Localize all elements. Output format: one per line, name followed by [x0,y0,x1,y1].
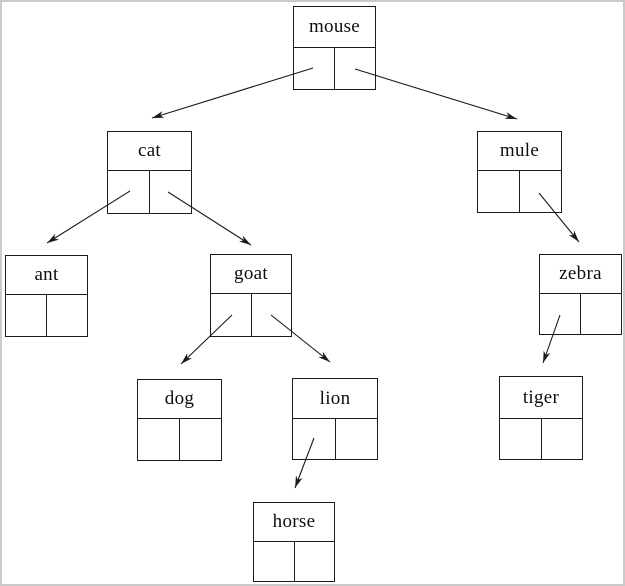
tree-node-mouse: mouse [293,6,376,90]
node-left-pointer-cell [294,48,334,89]
node-right-pointer-cell [250,294,292,336]
tree-node-mule: mule [477,131,562,213]
tree-node-ant: ant [5,255,88,337]
node-right-pointer-cell [149,171,191,213]
node-right-pointer-cell [540,419,583,459]
node-left-pointer-cell [478,171,519,212]
tree-node-lion: lion [292,378,378,460]
node-right-pointer-cell [293,542,335,581]
node-right-pointer-cell [519,171,561,212]
node-right-pointer-cell [179,419,221,460]
node-left-pointer-cell [500,419,541,459]
tree-node-horse: horse [253,502,335,582]
node-left-pointer-cell [540,294,580,334]
tree-node-tiger: tiger [499,376,583,460]
node-right-pointer-cell [46,295,87,336]
node-label: ant [5,255,88,295]
node-label: cat [107,131,192,171]
node-left-pointer-cell [108,171,149,213]
node-label: zebra [539,254,622,294]
node-left-pointer-cell [211,294,251,336]
node-label: horse [253,502,335,542]
node-label: lion [292,378,378,419]
node-right-pointer-cell [580,294,621,334]
node-left-pointer-cell [293,419,335,459]
tree-node-dog: dog [137,379,222,461]
node-label: mouse [293,6,376,48]
node-label: goat [210,254,292,294]
node-left-pointer-cell [138,419,179,460]
node-label: tiger [499,376,583,419]
node-left-pointer-cell [254,542,294,581]
node-label: mule [477,131,562,171]
tree-node-goat: goat [210,254,292,337]
tree-node-zebra: zebra [539,254,622,335]
node-left-pointer-cell [6,295,46,336]
tree-node-cat: cat [107,131,192,214]
node-right-pointer-cell [334,48,375,89]
node-label: dog [137,379,222,419]
node-right-pointer-cell [334,419,378,459]
